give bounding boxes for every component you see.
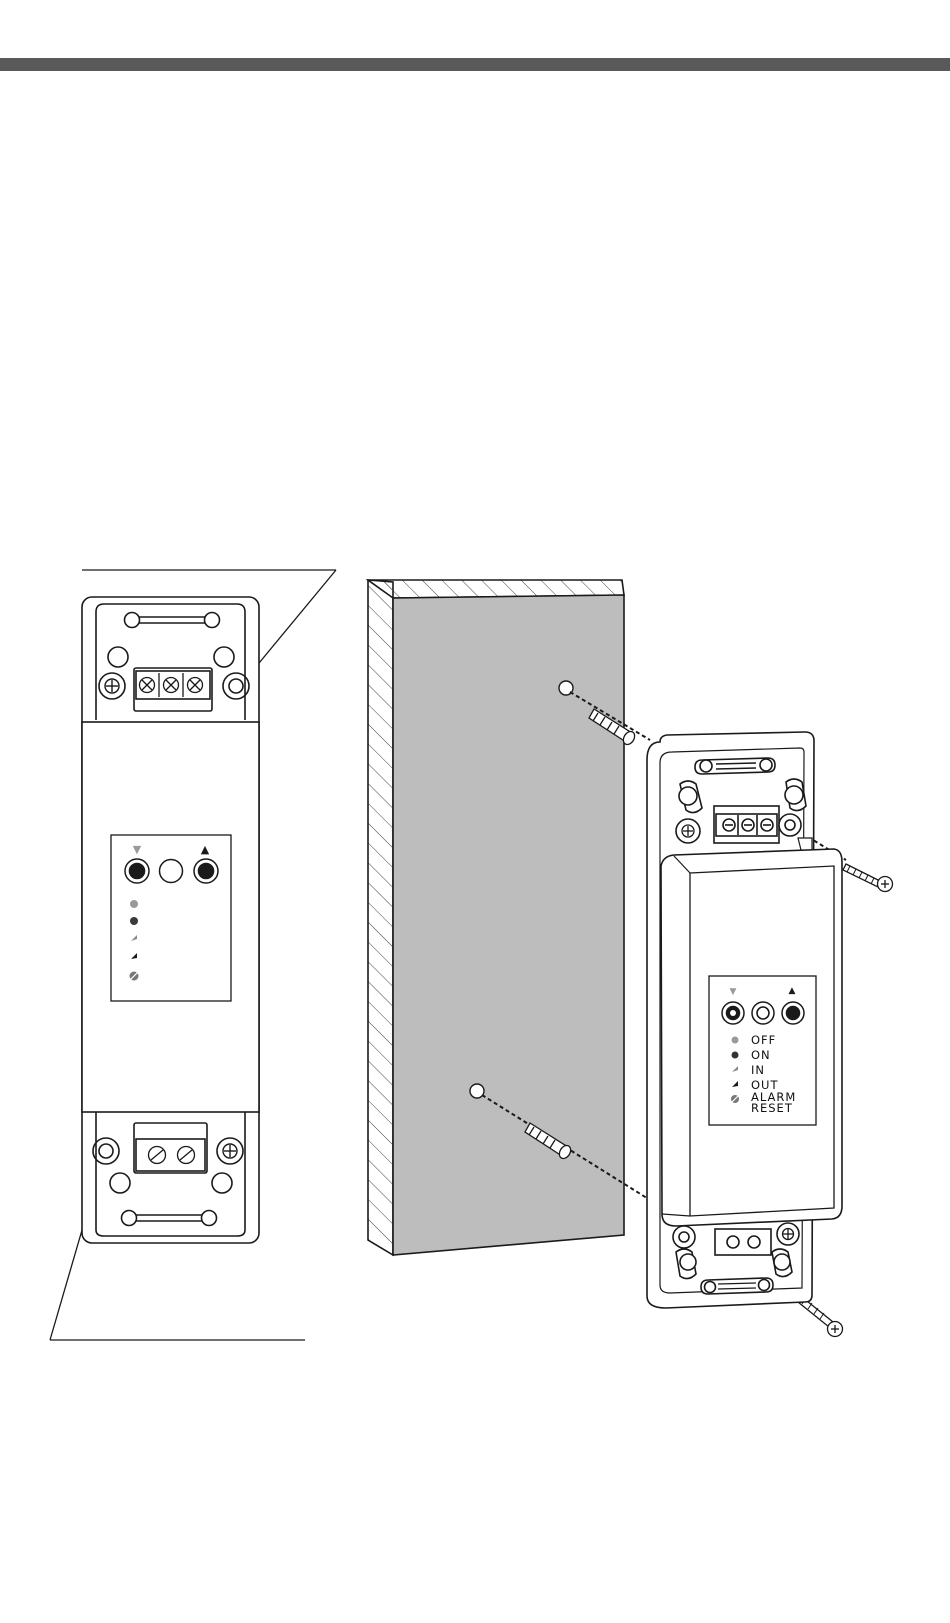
legend-label-off: OFF bbox=[751, 1033, 776, 1047]
mounted-device bbox=[647, 732, 842, 1308]
legend-label-on: ON bbox=[751, 1048, 771, 1062]
screw-icon bbox=[105, 679, 119, 693]
legend-label-in: IN bbox=[751, 1063, 765, 1077]
device-arrow-down-icon: ▼ bbox=[730, 987, 737, 997]
device-arrow-up-icon: ▲ bbox=[789, 986, 796, 996]
legend-label-reset: RESET bbox=[751, 1101, 793, 1115]
wall bbox=[368, 580, 624, 1255]
screw-top bbox=[843, 864, 893, 892]
arrow-up-icon: ▲ bbox=[201, 843, 210, 856]
terminal-block-bottom bbox=[134, 1123, 207, 1173]
front-view-detail bbox=[50, 570, 336, 1340]
screw-bottom bbox=[798, 1297, 843, 1337]
arrow-down-icon: ▼ bbox=[133, 843, 142, 856]
